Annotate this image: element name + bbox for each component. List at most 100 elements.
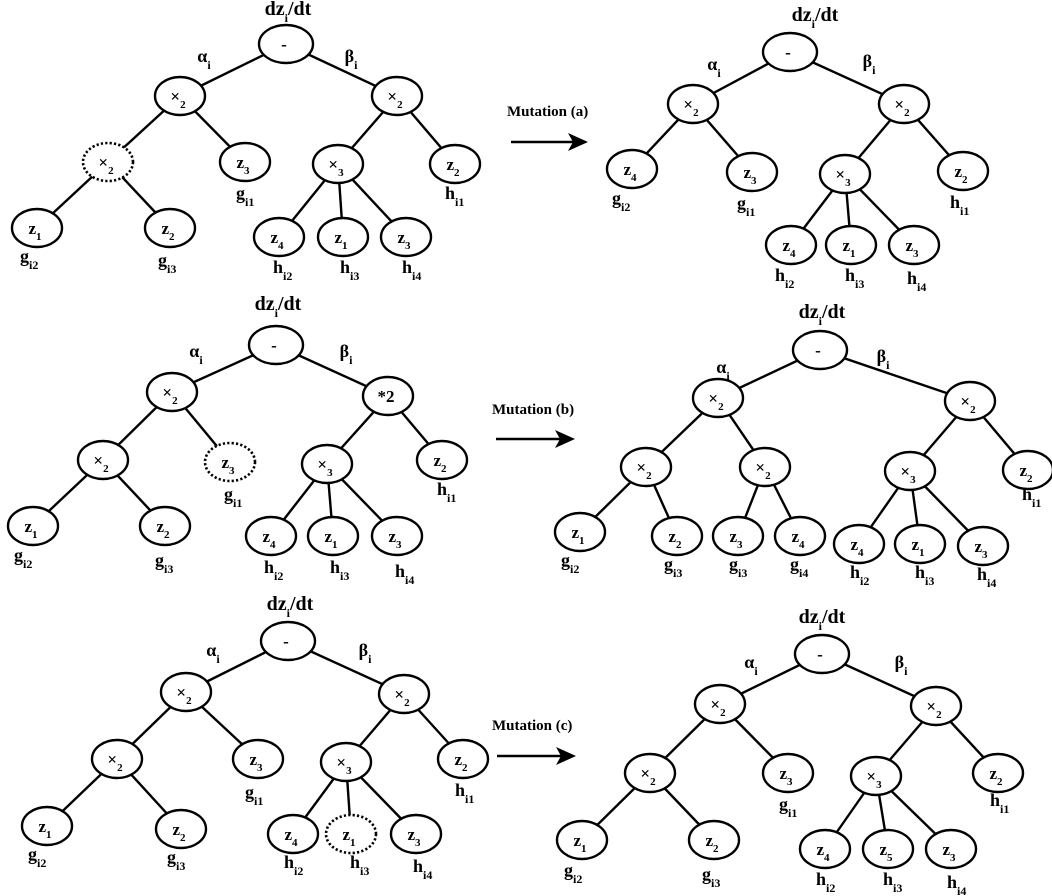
tree-node: z5 (861, 828, 915, 870)
alpha-label: αi (707, 54, 721, 80)
node-label-z-3: z3 (407, 825, 421, 849)
tree-title: dzi/dt (799, 301, 846, 328)
beta-label: βi (895, 652, 908, 678)
node-label-z-1: z1 (324, 527, 337, 551)
node-label-2: ×2 (708, 389, 724, 413)
node-label-z-1: z1 (571, 523, 584, 547)
tree-node: ×2 (909, 685, 963, 727)
node-label-z-4: z4 (623, 160, 637, 184)
tree-node: ×2 (153, 75, 207, 117)
terminal-name-h-i2: hi2 (850, 562, 869, 588)
tree-node: ×2 (693, 683, 747, 725)
terminal-name-h-i1: hi1 (950, 192, 969, 218)
terminal-name-h-i2: hi2 (775, 265, 794, 291)
node-ellipse (415, 439, 469, 481)
node-ellipse (319, 741, 373, 783)
node-ellipse (324, 813, 378, 855)
node-label-z-3: z3 (942, 840, 956, 864)
node-label-3: ×3 (835, 165, 851, 189)
tree-node: z2 (1001, 449, 1052, 491)
tree-node: - (257, 23, 315, 65)
node-ellipse (824, 224, 878, 266)
node-label-z-2: z2 (446, 155, 460, 179)
node-label-2: ×2 (176, 683, 192, 707)
tree-node: z1 (553, 511, 607, 553)
terminal-name-h-i3: hi3 (330, 557, 349, 583)
terminal-name-h-i1: hi1 (455, 780, 474, 806)
tree-node: ×2 (943, 380, 997, 422)
mutation-label: Mutation (a) (507, 104, 588, 120)
node-ellipse (893, 523, 947, 565)
node-ellipse (316, 216, 370, 258)
node-label-3: ×3 (336, 753, 352, 777)
tree-node: z4 (252, 216, 306, 258)
tree-node: z1 (10, 207, 64, 249)
node-ellipse (832, 523, 886, 565)
terminal-name-g-i2: gi2 (612, 188, 630, 214)
tree-node: z1 (824, 224, 878, 266)
terminal-name-h-i1: hi1 (990, 790, 1009, 816)
node-ellipse (711, 515, 765, 557)
node-label-z-1: z1 (38, 817, 51, 841)
terminal-name-h-i1: hi1 (1022, 484, 1041, 510)
node-label-: - (281, 35, 287, 54)
node-label-2: *2 (378, 387, 395, 406)
terminal-name-h-i3: hi3 (883, 869, 902, 895)
tree-node: z1 (555, 819, 609, 861)
node-ellipse (154, 808, 208, 850)
node-ellipse (883, 450, 937, 492)
tree-node: z2 (650, 515, 704, 557)
node-ellipse (203, 441, 257, 483)
node-label-z-1: z1 (573, 831, 586, 855)
node-label-z-1: z1 (911, 535, 924, 559)
terminal-name-h-i2: hi2 (284, 852, 303, 878)
node-label-z-1: z1 (28, 219, 41, 243)
tree-node: z2 (138, 505, 192, 547)
node-ellipse (650, 515, 704, 557)
tree-node: ×2 (90, 738, 144, 780)
tree-node: z4 (244, 515, 298, 557)
terminal-name-g-i1: gi1 (224, 484, 242, 510)
mutation-arrow: Mutation (c) (492, 718, 576, 765)
node-label-: - (785, 43, 791, 62)
node-label-z-2: z2 (954, 162, 968, 186)
node-label-z-2: z2 (172, 820, 186, 844)
terminal-name-g-i3: gi3 (167, 847, 185, 873)
node-label-z-1: z1 (24, 517, 37, 541)
node-label-2: ×2 (170, 87, 186, 111)
mutation-label: Mutation (b) (492, 402, 574, 418)
node-label-2: ×2 (387, 87, 403, 111)
node-ellipse (153, 75, 207, 117)
terminal-name-h-i4: hi4 (947, 872, 966, 896)
mutation-arrow: Mutation (b) (492, 402, 575, 448)
tree-node: - (793, 633, 851, 675)
node-label-z-4: z4 (791, 527, 805, 551)
tree-node: z1 (324, 813, 378, 855)
alpha-label: αi (206, 640, 220, 666)
node-label-z-2: z2 (433, 451, 447, 475)
node-ellipse (761, 752, 815, 794)
node-label-2: ×2 (98, 153, 114, 177)
node-ellipse (436, 738, 490, 780)
node-label-2: ×2 (636, 458, 652, 482)
terminal-name-g-i2: gi2 (564, 860, 582, 886)
tree-node: z3 (379, 216, 433, 258)
mutation-arrow: Mutation (a) (507, 104, 588, 151)
node-ellipse (138, 505, 192, 547)
arrow-head (555, 430, 575, 448)
terminal-name-g-i1: gi1 (245, 782, 263, 808)
alpha-label: αi (716, 357, 730, 383)
tree-node: - (761, 31, 819, 73)
tree-node: ×2 (377, 673, 431, 715)
arrow-head (556, 747, 576, 765)
node-label-z-4: z4 (816, 840, 830, 864)
terminal-name-g-i3: gi3 (729, 554, 747, 580)
tree-node: z3 (389, 813, 443, 855)
terminal-name-g-i2: gi2 (20, 246, 38, 272)
tree-node: ×3 (849, 755, 903, 797)
tree-node: z2 (936, 150, 990, 192)
node-ellipse (943, 380, 997, 422)
node-ellipse (909, 685, 963, 727)
tree-node: z2 (971, 752, 1025, 794)
tree-node: z4 (773, 515, 827, 557)
